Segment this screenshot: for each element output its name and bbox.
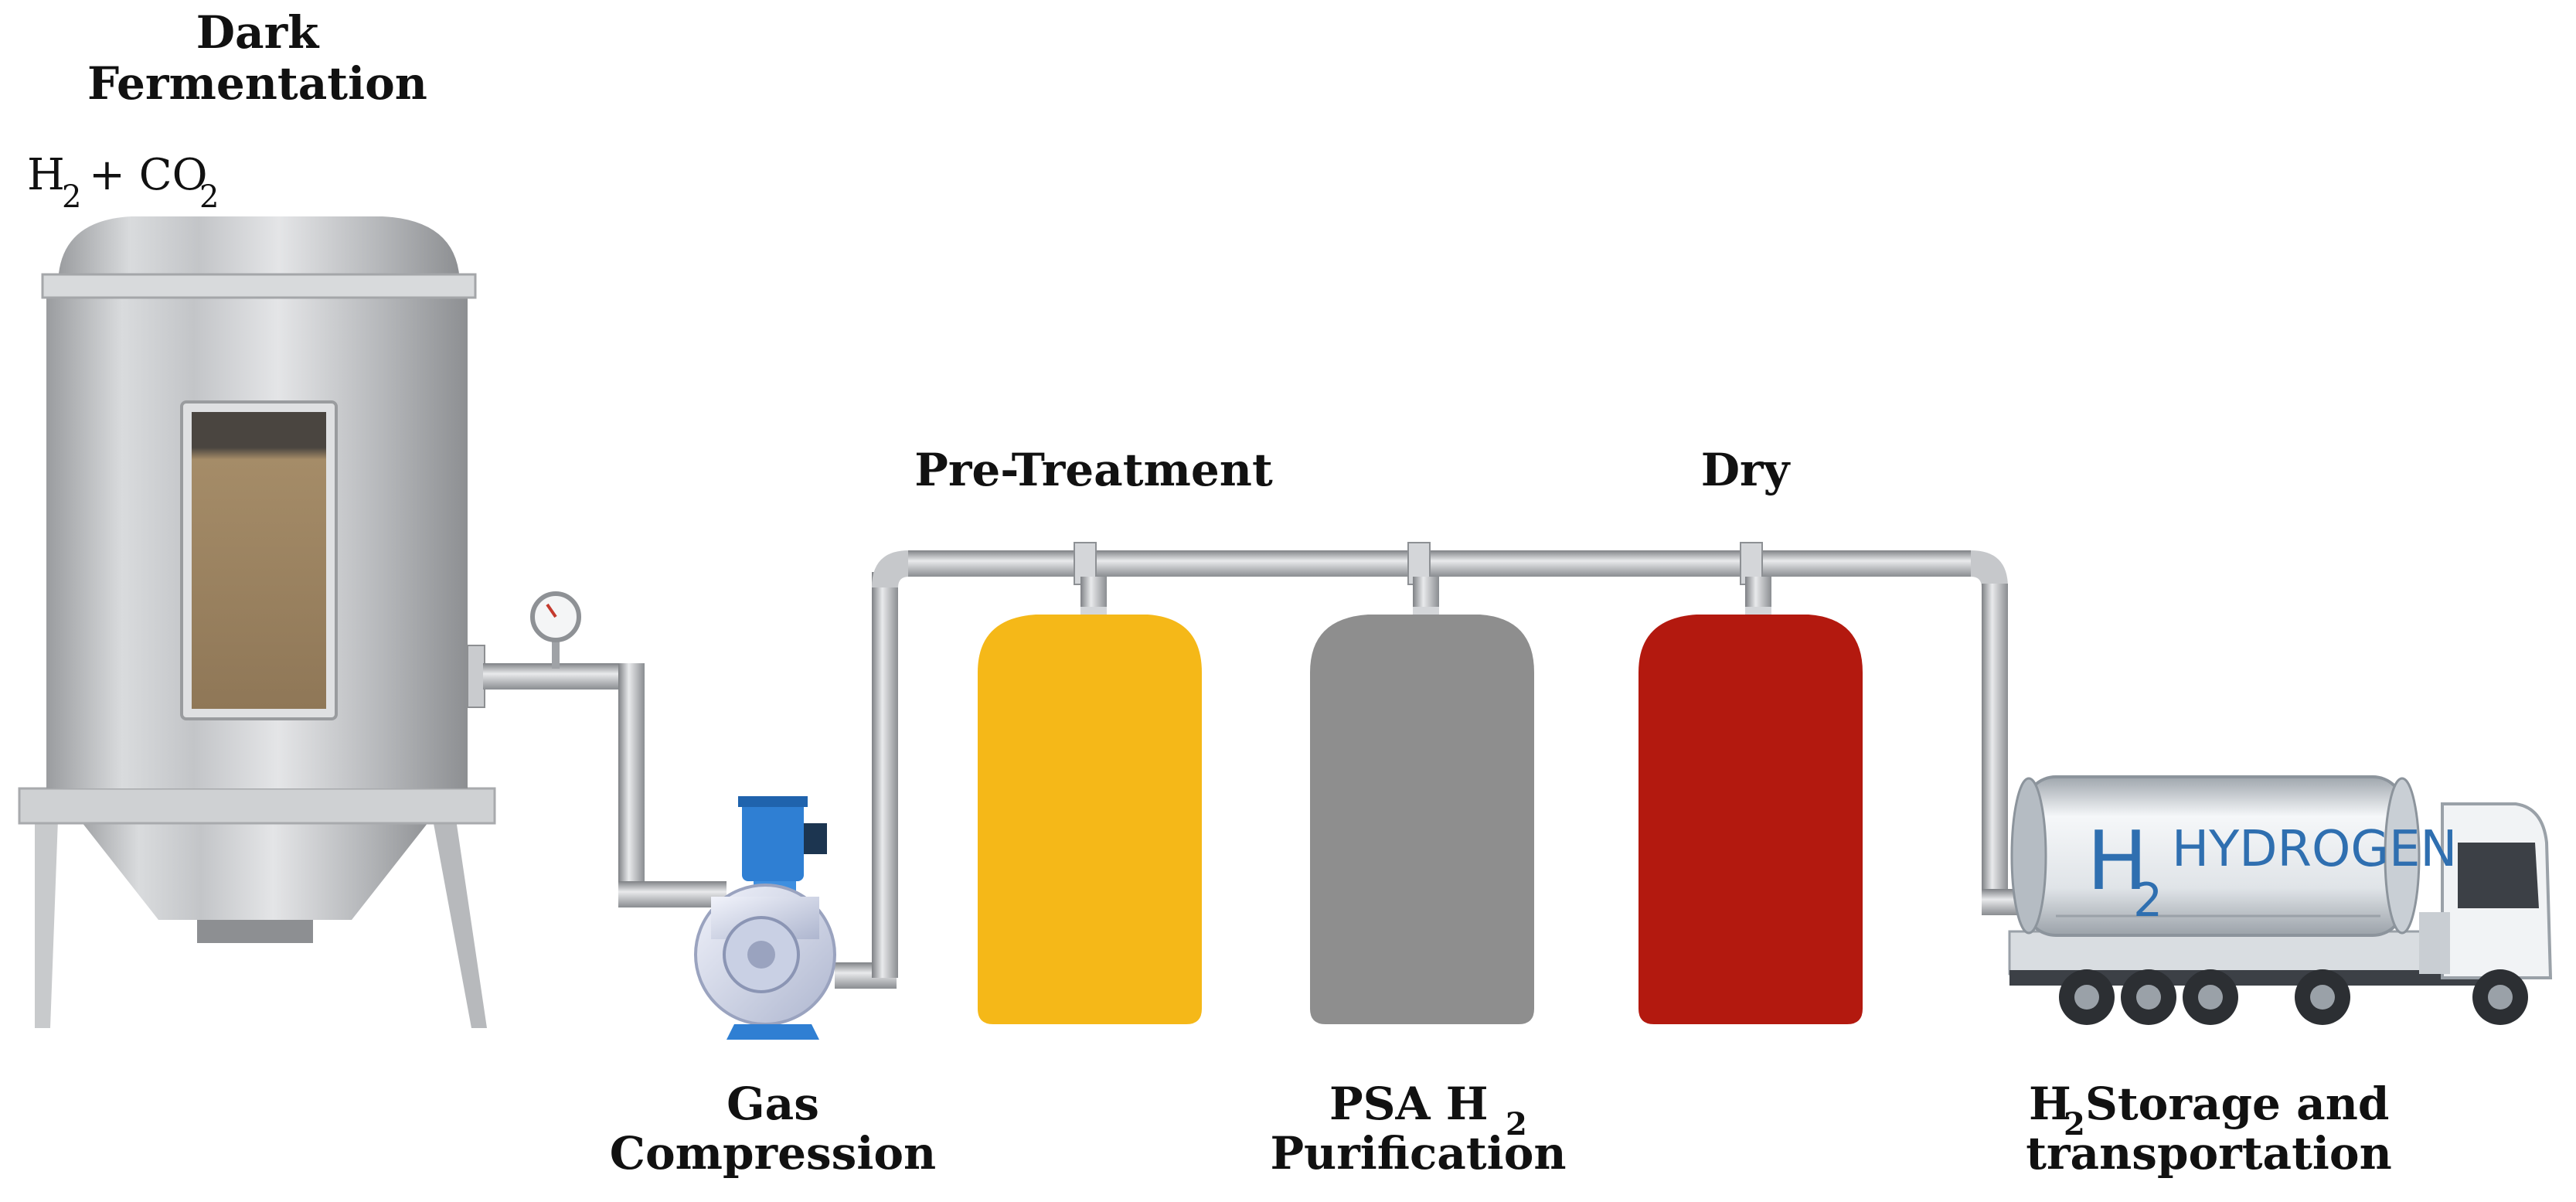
psa-h-subscript: 2 (1506, 1106, 1527, 1142)
psa-label-line2: Purification (1270, 1127, 1566, 1180)
dry-label: Dry (1701, 444, 1792, 496)
gas-compression-label-line1: Gas (727, 1078, 819, 1130)
pressure-gauge (530, 591, 581, 642)
pipe-network (483, 542, 2067, 989)
dry-tank (1638, 607, 1863, 1024)
dark-fermentation-label-line2: Fermentation (87, 57, 427, 110)
psa-tank (1310, 607, 1534, 1024)
truck-h-label: H (2087, 814, 2148, 908)
storage-h-label: H (2029, 1078, 2071, 1130)
gas-co-label: + CO (89, 150, 207, 200)
dark-fermentation-label-line1: Dark (196, 6, 320, 59)
gas-co-subscript: 2 (199, 179, 219, 215)
pre-treatment-label: Pre-Treatment (914, 444, 1273, 496)
gas-h-label: H (27, 150, 65, 200)
gas-compression-label-line2: Compression (610, 1127, 936, 1180)
pre-treatment-tank (978, 607, 1202, 1024)
fermenter-tank (18, 216, 496, 1028)
compressor-pump (694, 796, 836, 1040)
storage-label-line1: Storage and (2085, 1078, 2389, 1130)
psa-label-line1: PSA H (1329, 1078, 1489, 1130)
storage-label-line2: transportation (2026, 1127, 2392, 1180)
storage-h-subscript: 2 (2064, 1106, 2085, 1142)
truck-brand-label: HYDROGEN (2172, 821, 2457, 878)
gas-h-subscript: 2 (62, 179, 81, 215)
truck-h-subscript: 2 (2133, 873, 2163, 928)
truck-icon: H 2 HYDROGEN (2008, 775, 2553, 1025)
